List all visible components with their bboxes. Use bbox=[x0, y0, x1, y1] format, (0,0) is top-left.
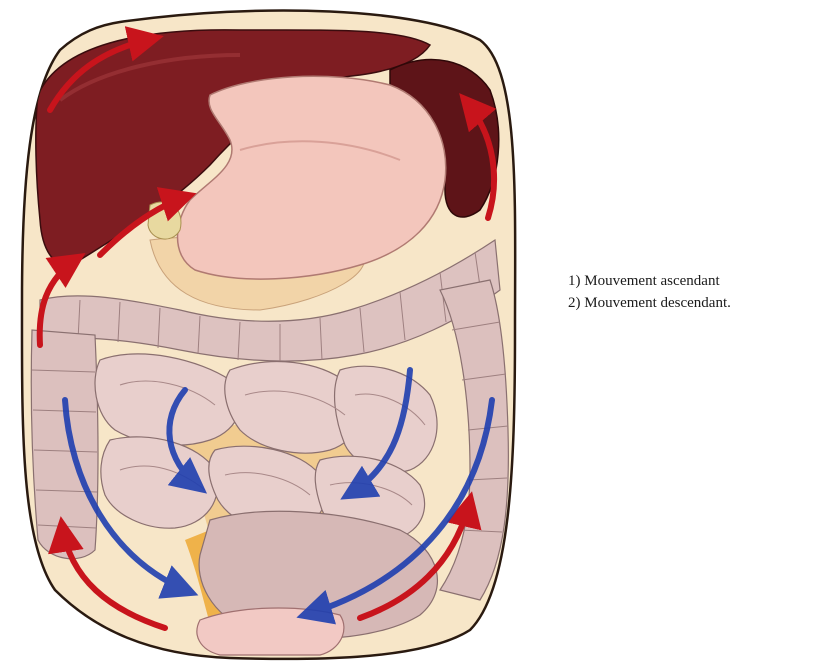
bladder bbox=[197, 608, 344, 655]
legend: 1) Mouvement ascendant 2) Mouvement desc… bbox=[568, 270, 731, 314]
legend-item-ascending: 1) Mouvement ascendant bbox=[568, 270, 731, 292]
legend-label: Mouvement descendant. bbox=[584, 295, 731, 311]
legend-number: 2) bbox=[568, 295, 581, 311]
legend-label: Mouvement ascendant bbox=[584, 273, 719, 289]
legend-number: 1) bbox=[568, 273, 581, 289]
legend-item-descending: 2) Mouvement descendant. bbox=[568, 292, 731, 314]
